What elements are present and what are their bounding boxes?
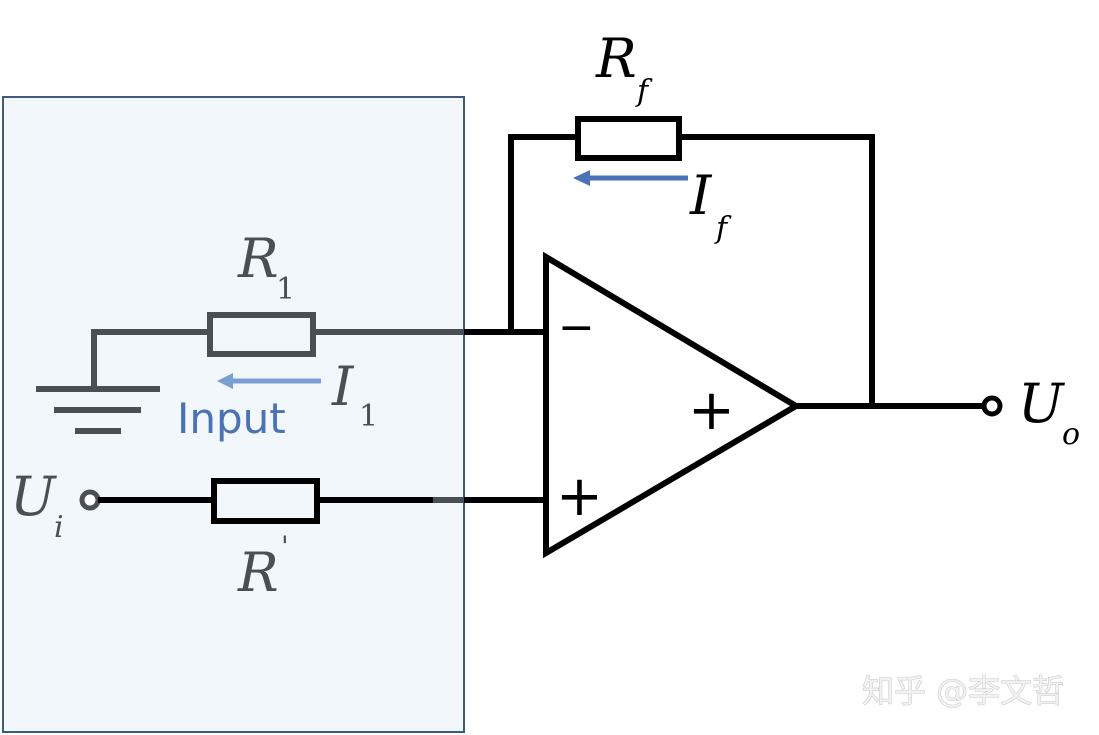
label-r1: R: [237, 227, 279, 290]
opamp-gain-sign: +: [688, 378, 735, 443]
r1-branch: [91, 312, 464, 387]
label-r1-subscript: 1: [276, 272, 295, 307]
label-rf-subscript: f: [635, 74, 653, 109]
ground-wire: [91, 329, 209, 387]
label-if-subscript: f: [714, 211, 732, 246]
feedback-wire-left: [508, 134, 578, 332]
label-rf: R: [595, 27, 637, 90]
feedback-network: [508, 116, 875, 407]
label-rprime-superscript: ': [281, 530, 289, 563]
label-if: I: [689, 164, 713, 227]
output-terminal: [981, 395, 1003, 417]
watermark: 知乎 @李文哲: [862, 672, 1064, 710]
input-highlight-panel: [2, 96, 465, 733]
label-i1-subscript: 1: [359, 399, 378, 434]
current-if-arrow: [573, 170, 688, 186]
resistor-rf: [575, 116, 682, 161]
label-i1: I: [331, 355, 355, 418]
label-ui-subscript: i: [54, 510, 64, 545]
opamp-noninverting-sign: +: [556, 464, 603, 529]
feedback-wire-right: [679, 134, 875, 407]
input-panel-label: Input: [177, 394, 286, 443]
label-ui: U: [10, 465, 57, 528]
input-terminal: [79, 489, 101, 511]
opamp-inverting-sign: −: [558, 302, 595, 353]
label-rprime: R: [237, 541, 279, 604]
rprime-branch: [98, 478, 433, 524]
ground-icon: [36, 386, 160, 434]
label-uo-subscript: o: [1062, 417, 1080, 452]
opamp-triangle: [543, 251, 802, 559]
label-uo: U: [1018, 372, 1065, 435]
current-i1-arrow: [217, 373, 321, 389]
